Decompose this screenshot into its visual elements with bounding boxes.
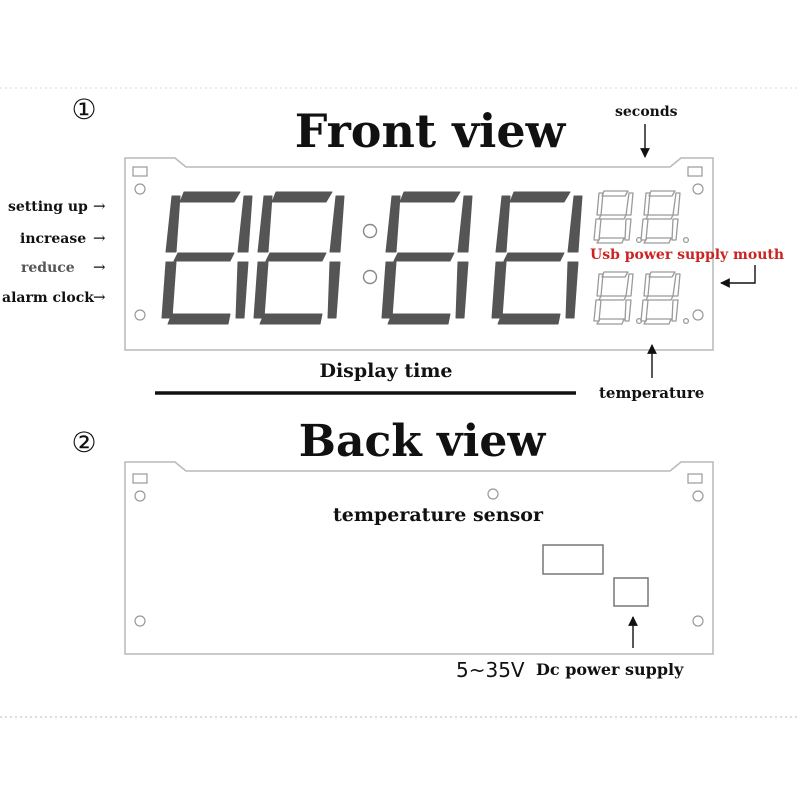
colon-dot-top xyxy=(362,223,378,239)
back-hole-tl xyxy=(134,490,146,502)
front-slot-left xyxy=(132,166,148,177)
front-hole-tr xyxy=(692,183,704,195)
back-hole-br xyxy=(692,615,704,627)
dc-power-cutout xyxy=(613,577,649,607)
usb-port-cutout xyxy=(542,544,604,575)
big-digit-1 xyxy=(161,191,253,325)
temperature-sensor-hole xyxy=(487,488,499,500)
back-slot-right xyxy=(687,473,703,484)
back-slot-left xyxy=(132,473,148,484)
label-seconds: seconds xyxy=(615,104,678,120)
label-alarm-clock: alarm clock xyxy=(2,290,94,306)
seconds-digit-1 xyxy=(593,190,643,244)
front-number: ① xyxy=(71,93,96,126)
back-number: ② xyxy=(71,426,96,459)
arrow-reduce: → xyxy=(93,258,106,276)
label-voltage: 5~35V xyxy=(456,658,525,682)
arrow-setting-up: → xyxy=(93,197,106,215)
big-digit-3 xyxy=(381,191,473,325)
back-title: Back view xyxy=(299,416,547,467)
seconds-digit-2 xyxy=(640,190,690,244)
label-increase: increase xyxy=(20,231,86,247)
label-display-time: Display time xyxy=(319,360,452,382)
front-hole-bl xyxy=(134,309,146,321)
colon-dot-bottom xyxy=(362,269,378,285)
label-dc-power: Dc power supply xyxy=(536,660,684,679)
label-setting-up: setting up xyxy=(8,199,88,215)
front-board-outline xyxy=(124,157,714,351)
big-digit-2 xyxy=(253,191,345,325)
big-digit-4 xyxy=(491,191,583,325)
temperature-digit-2 xyxy=(640,271,690,325)
label-reduce: reduce xyxy=(21,260,75,276)
arrow-usb xyxy=(720,265,756,288)
label-usb: Usb power supply mouth xyxy=(590,247,784,263)
arrow-increase: → xyxy=(93,229,106,247)
front-slot-right xyxy=(687,166,703,177)
temperature-digit-1 xyxy=(593,271,643,325)
label-temperature: temperature xyxy=(599,384,704,402)
front-title: Front view xyxy=(295,104,567,158)
back-hole-bl xyxy=(134,615,146,627)
arrow-alarm-clock: → xyxy=(93,288,106,306)
front-hole-tl xyxy=(134,183,146,195)
label-temperature-sensor: temperature sensor xyxy=(333,504,544,526)
back-board-outline xyxy=(124,461,714,655)
front-hole-br xyxy=(692,309,704,321)
back-hole-tr xyxy=(692,490,704,502)
